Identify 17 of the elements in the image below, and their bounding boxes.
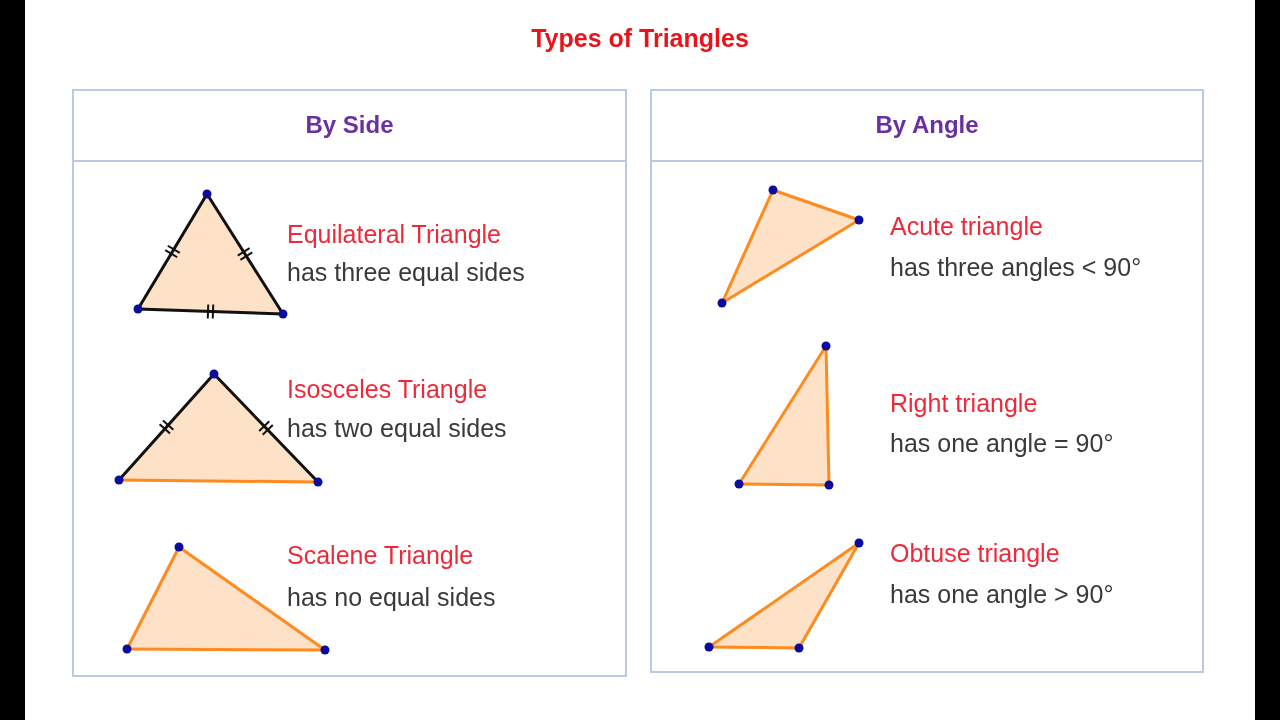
panel-box — [72, 89, 627, 677]
triangle-type-name: Equilateral Triangle — [287, 220, 501, 248]
diagram-title: Types of Triangles — [531, 24, 749, 52]
triangle-type-name: Right triangle — [890, 389, 1038, 417]
triangle-description: has one angle > 90° — [890, 580, 1114, 608]
triangle-type-name: Scalene Triangle — [287, 541, 474, 569]
triangle-type-name: Obtuse triangle — [890, 539, 1060, 567]
triangle-type-name: Isosceles Triangle — [287, 375, 488, 403]
triangle-description: has two equal sides — [287, 414, 507, 442]
panel-box — [650, 89, 1204, 673]
triangle-description: has no equal sides — [287, 583, 496, 611]
panel-heading: By Side — [305, 110, 394, 138]
panel-heading: By Angle — [875, 110, 979, 138]
triangle-description: has three equal sides — [287, 258, 525, 286]
triangle-description: has three angles < 90° — [890, 253, 1142, 281]
triangle-type-name: Acute triangle — [890, 212, 1043, 240]
triangle-description: has one angle = 90° — [890, 429, 1114, 457]
